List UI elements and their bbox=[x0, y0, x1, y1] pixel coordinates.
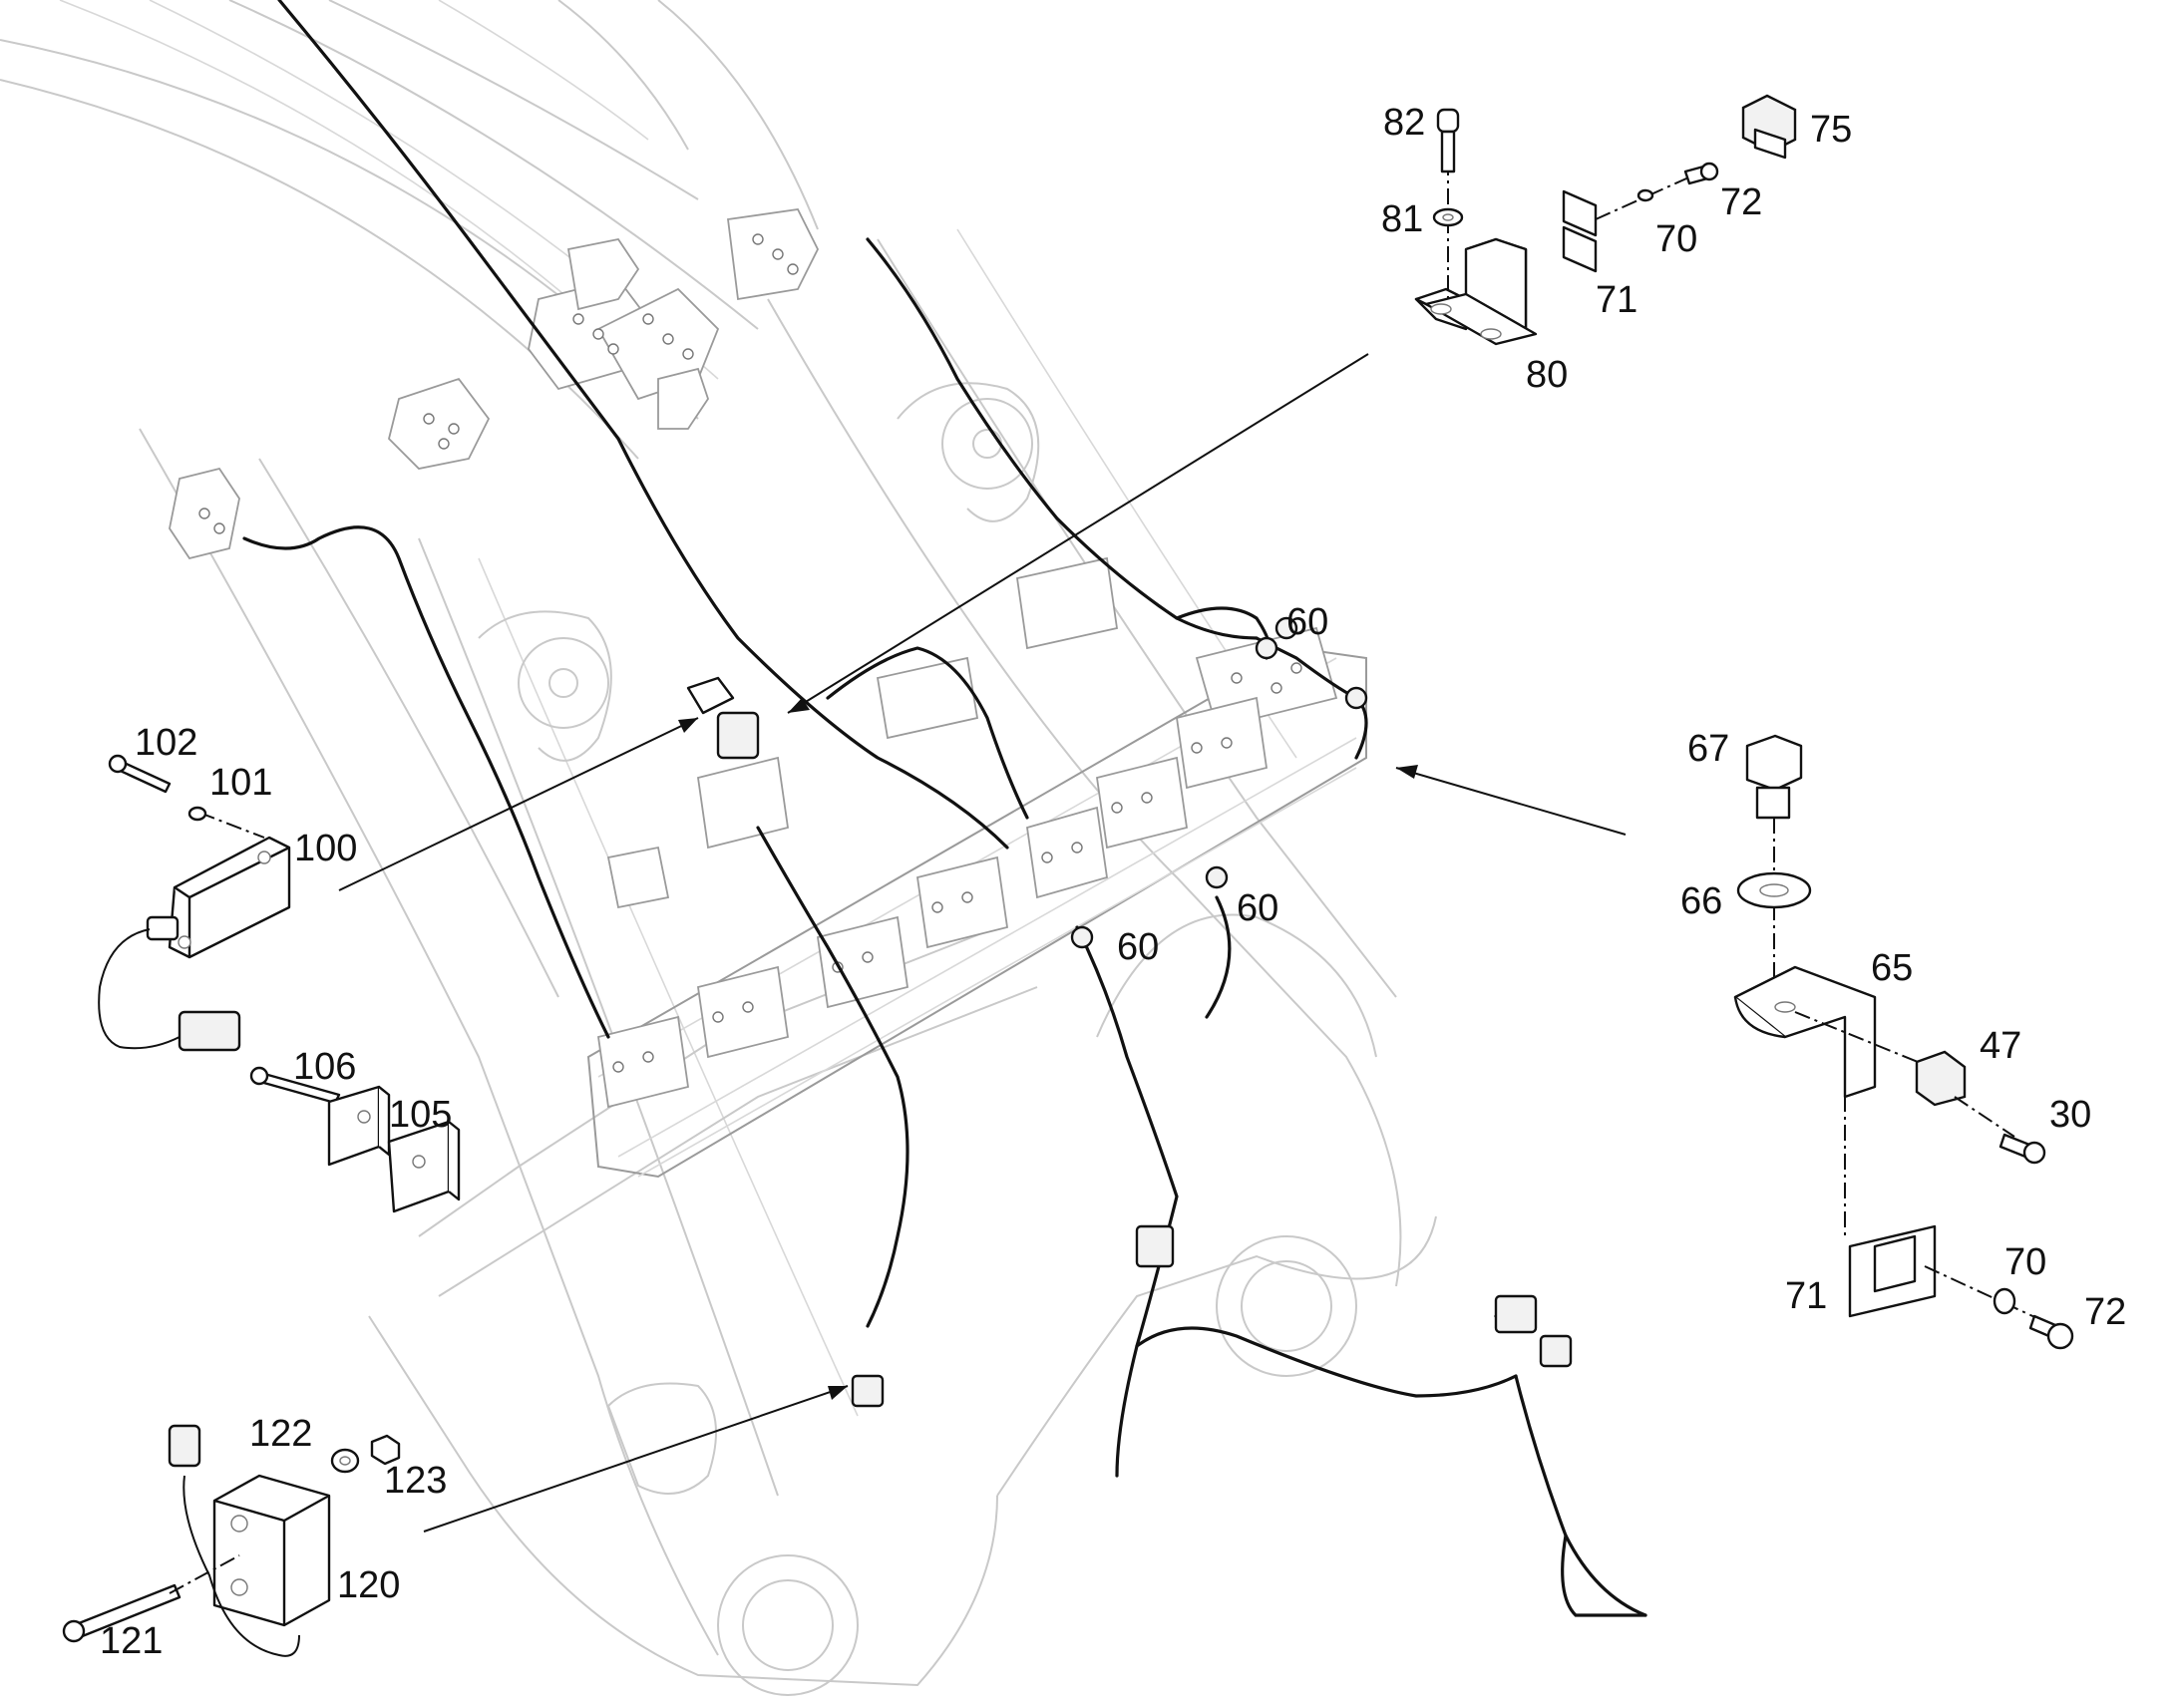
sensor-body-100 bbox=[168, 836, 291, 959]
bracket-assembly-80 bbox=[1414, 108, 1538, 346]
boom-structure bbox=[0, 0, 1437, 1696]
bolt-67 bbox=[1745, 734, 1803, 792]
sensor-assembly-100 bbox=[98, 754, 291, 1052]
callout-70-bottom: 70 bbox=[2004, 1241, 2046, 1283]
washer-70-bottom bbox=[1993, 1287, 2016, 1315]
callout-102: 102 bbox=[135, 722, 197, 764]
clamp-assembly-105 bbox=[249, 1066, 461, 1213]
callout-123: 123 bbox=[384, 1460, 447, 1502]
bracket-assembly-65 bbox=[1733, 734, 2074, 1350]
callout-72-bottom: 72 bbox=[2084, 1291, 2126, 1333]
bolt-82 bbox=[1436, 108, 1460, 134]
callout-60-c: 60 bbox=[1117, 926, 1159, 968]
callout-75: 75 bbox=[1810, 109, 1852, 151]
plate-holes bbox=[198, 233, 1302, 1073]
clamp-half-105a bbox=[327, 1085, 381, 1167]
clip-71-top bbox=[1562, 189, 1598, 237]
callout-120: 120 bbox=[337, 1564, 400, 1606]
pin-47 bbox=[1915, 1050, 1967, 1107]
washer-70-top bbox=[1636, 188, 1654, 202]
connector-assembly-75 bbox=[1562, 94, 1797, 273]
callout-labels: 82 81 80 75 72 70 71 60 60 60 102 101 10… bbox=[100, 102, 2126, 1662]
callout-71-top: 71 bbox=[1596, 279, 1637, 321]
callout-66: 66 bbox=[1680, 880, 1722, 922]
callout-106: 106 bbox=[293, 1046, 356, 1088]
mounting-plates bbox=[169, 208, 1338, 1109]
arrow-to-120 bbox=[828, 1386, 848, 1400]
callout-82: 82 bbox=[1383, 102, 1425, 144]
sensor-connector-100 bbox=[178, 1010, 241, 1052]
harness-connectors bbox=[686, 616, 1573, 1408]
callout-65: 65 bbox=[1871, 947, 1913, 989]
sensor-connector-120 bbox=[168, 1424, 201, 1468]
arrow-to-65 bbox=[1396, 765, 1418, 779]
callout-30: 30 bbox=[2049, 1094, 2091, 1136]
washer-101 bbox=[187, 806, 207, 822]
callout-101: 101 bbox=[209, 762, 272, 804]
callout-47: 47 bbox=[1980, 1025, 2021, 1067]
callout-80: 80 bbox=[1526, 354, 1568, 396]
callout-60-a: 60 bbox=[1286, 601, 1328, 643]
callout-67: 67 bbox=[1687, 728, 1729, 770]
callout-72-top: 72 bbox=[1720, 181, 1762, 223]
callout-100: 100 bbox=[294, 828, 357, 869]
sensor-assembly-120 bbox=[62, 1424, 401, 1657]
bracket-65 bbox=[1733, 965, 1877, 1099]
arrow-to-100 bbox=[678, 718, 698, 733]
callout-105: 105 bbox=[389, 1094, 452, 1136]
callout-60-b: 60 bbox=[1237, 887, 1278, 929]
arrow-to-80 bbox=[788, 698, 810, 713]
callout-81: 81 bbox=[1381, 198, 1423, 240]
callout-122: 122 bbox=[249, 1413, 312, 1455]
callout-121: 121 bbox=[100, 1620, 163, 1662]
callout-70-top: 70 bbox=[1655, 218, 1697, 260]
leader-lines bbox=[338, 353, 1627, 1533]
wiring-harness bbox=[242, 0, 1647, 1617]
callout-71-bottom: 71 bbox=[1785, 1275, 1827, 1317]
nut-123 bbox=[370, 1434, 401, 1466]
